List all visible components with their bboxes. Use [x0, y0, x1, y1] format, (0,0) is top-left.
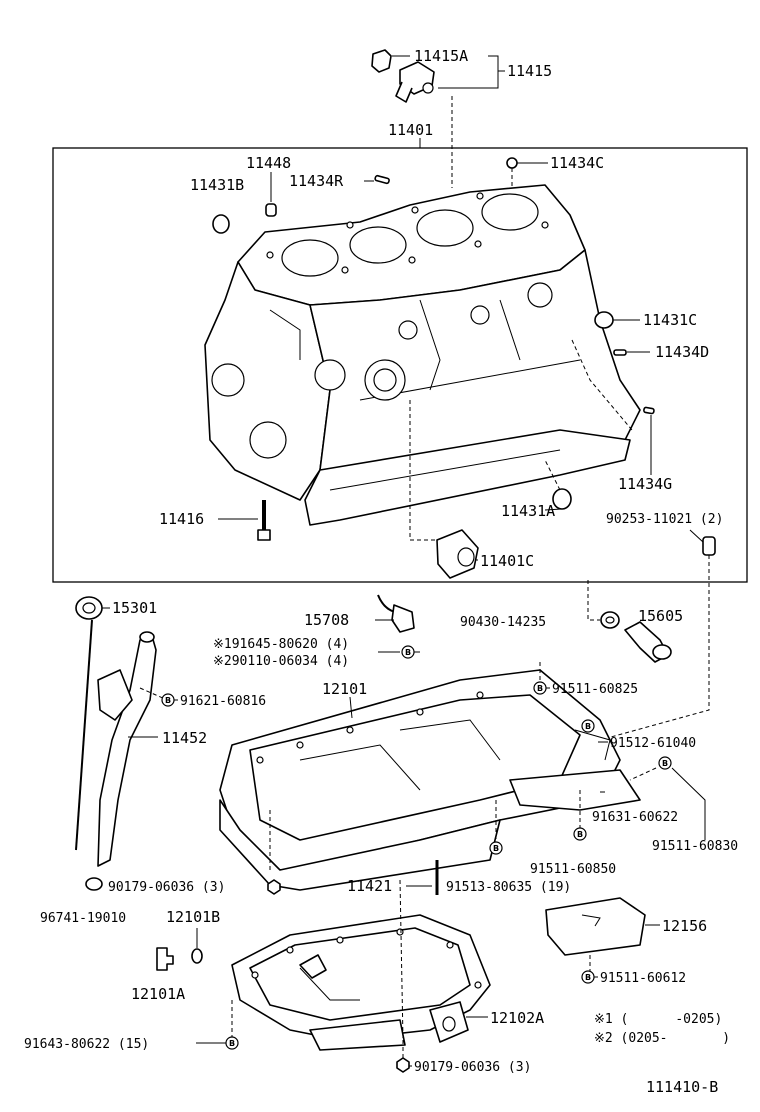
dowel-90253: [702, 536, 716, 556]
label-11434G: 11434G: [618, 475, 672, 493]
nut-90179-a: [267, 879, 281, 895]
svg-text:B: B: [405, 648, 411, 657]
pin-11434G: [643, 406, 655, 415]
nut-90179-b: [396, 1057, 410, 1073]
label-96741: 96741-19010: [40, 911, 126, 926]
plug-11431B: [212, 214, 230, 234]
knock-sensor-part: [371, 49, 435, 103]
plug-11431A: [552, 488, 572, 510]
svg-text:B: B: [585, 973, 591, 982]
label-12156: 12156: [662, 917, 707, 935]
label-11448: 11448: [246, 154, 291, 172]
label-11434R: 11434R: [289, 172, 344, 190]
pin-11448: [265, 203, 277, 217]
label-11431C: 11431C: [643, 311, 697, 329]
svg-text:B: B: [165, 696, 171, 705]
label-91511-60830: 91511-60830: [652, 839, 738, 854]
label-11431B: 11431B: [190, 176, 244, 194]
label-11434D: 11434D: [655, 343, 709, 361]
label-11401C: 11401C: [480, 552, 534, 570]
label-12101A: 12101A: [131, 985, 185, 1003]
note-2: ※2 (0205- ): [594, 1031, 730, 1046]
dipstick-15301: [75, 596, 103, 851]
plug-15605: [624, 621, 672, 663]
label-290110: ※290110-06034 (4): [213, 654, 349, 669]
plug-12101A: [156, 947, 174, 971]
o-ring-96741: [85, 877, 103, 891]
figure-code: 111410-B: [646, 1078, 718, 1096]
label-91511-60612: 91511-60612: [600, 971, 686, 986]
label-11416: 11416: [159, 510, 204, 528]
label-191645: ※191645-80620 (4): [213, 637, 349, 652]
svg-text:B: B: [493, 844, 499, 853]
block-group-frame: [52, 147, 748, 583]
label-11421: 11421: [347, 877, 392, 895]
label-91631: 91631-60622: [592, 810, 678, 825]
label-91512: 91512-61040: [610, 736, 696, 751]
label-15605: 15605: [638, 607, 683, 625]
label-12101: 12101: [322, 680, 367, 698]
svg-text:B: B: [577, 830, 583, 839]
label-12102A: 12102A: [490, 1009, 544, 1027]
bolt-mark-icon: B B B B B B B B B: [161, 645, 672, 1050]
oil-pan-upper-12101: [219, 669, 641, 891]
plug-11431C: [594, 311, 614, 329]
label-91511-60850: 91511-60850: [530, 862, 616, 877]
label-90430: 90430-14235: [460, 615, 546, 630]
label-11431A: 11431A: [501, 502, 555, 520]
plug-11434C: [506, 157, 518, 169]
pin-11434D: [613, 349, 627, 356]
label-91513: 91513-80635 (19): [446, 880, 571, 895]
label-15708: 15708: [304, 611, 349, 629]
bearing-cap-11401C: [436, 529, 479, 579]
gasket-12101B: [191, 948, 203, 964]
dipstick-guide-11452: [97, 631, 157, 867]
svg-text:B: B: [585, 722, 591, 731]
label-90179-a: 90179-06036 (3): [108, 880, 225, 895]
label-11434C: 11434C: [550, 154, 604, 172]
cylinder-block: [204, 184, 641, 526]
label-91643: 91643-80622 (15): [24, 1037, 149, 1052]
label-91621: 91621-60816: [180, 694, 266, 709]
bolt-11416: [257, 500, 271, 541]
label-12101B: 12101B: [166, 908, 220, 926]
svg-text:B: B: [537, 684, 543, 693]
svg-text:B: B: [662, 759, 668, 768]
svg-text:B: B: [229, 1039, 235, 1048]
label-11452: 11452: [162, 729, 207, 747]
label-11401: 11401: [388, 121, 433, 139]
label-11415A: 11415A: [414, 47, 468, 65]
oil-pan-lower-12102A: [231, 914, 491, 1051]
label-90179-b: 90179-06036 (3): [414, 1060, 531, 1075]
baffle-12156: [545, 897, 646, 956]
sensor-15708: [377, 594, 415, 633]
label-11415: 11415: [507, 62, 552, 80]
pin-11434R: [374, 174, 390, 185]
note-1: ※1 ( -0205): [594, 1012, 722, 1027]
label-90253: 90253-11021 (2): [606, 512, 723, 527]
label-91511-60825: 91511-60825: [552, 682, 638, 697]
label-15301: 15301: [112, 599, 157, 617]
